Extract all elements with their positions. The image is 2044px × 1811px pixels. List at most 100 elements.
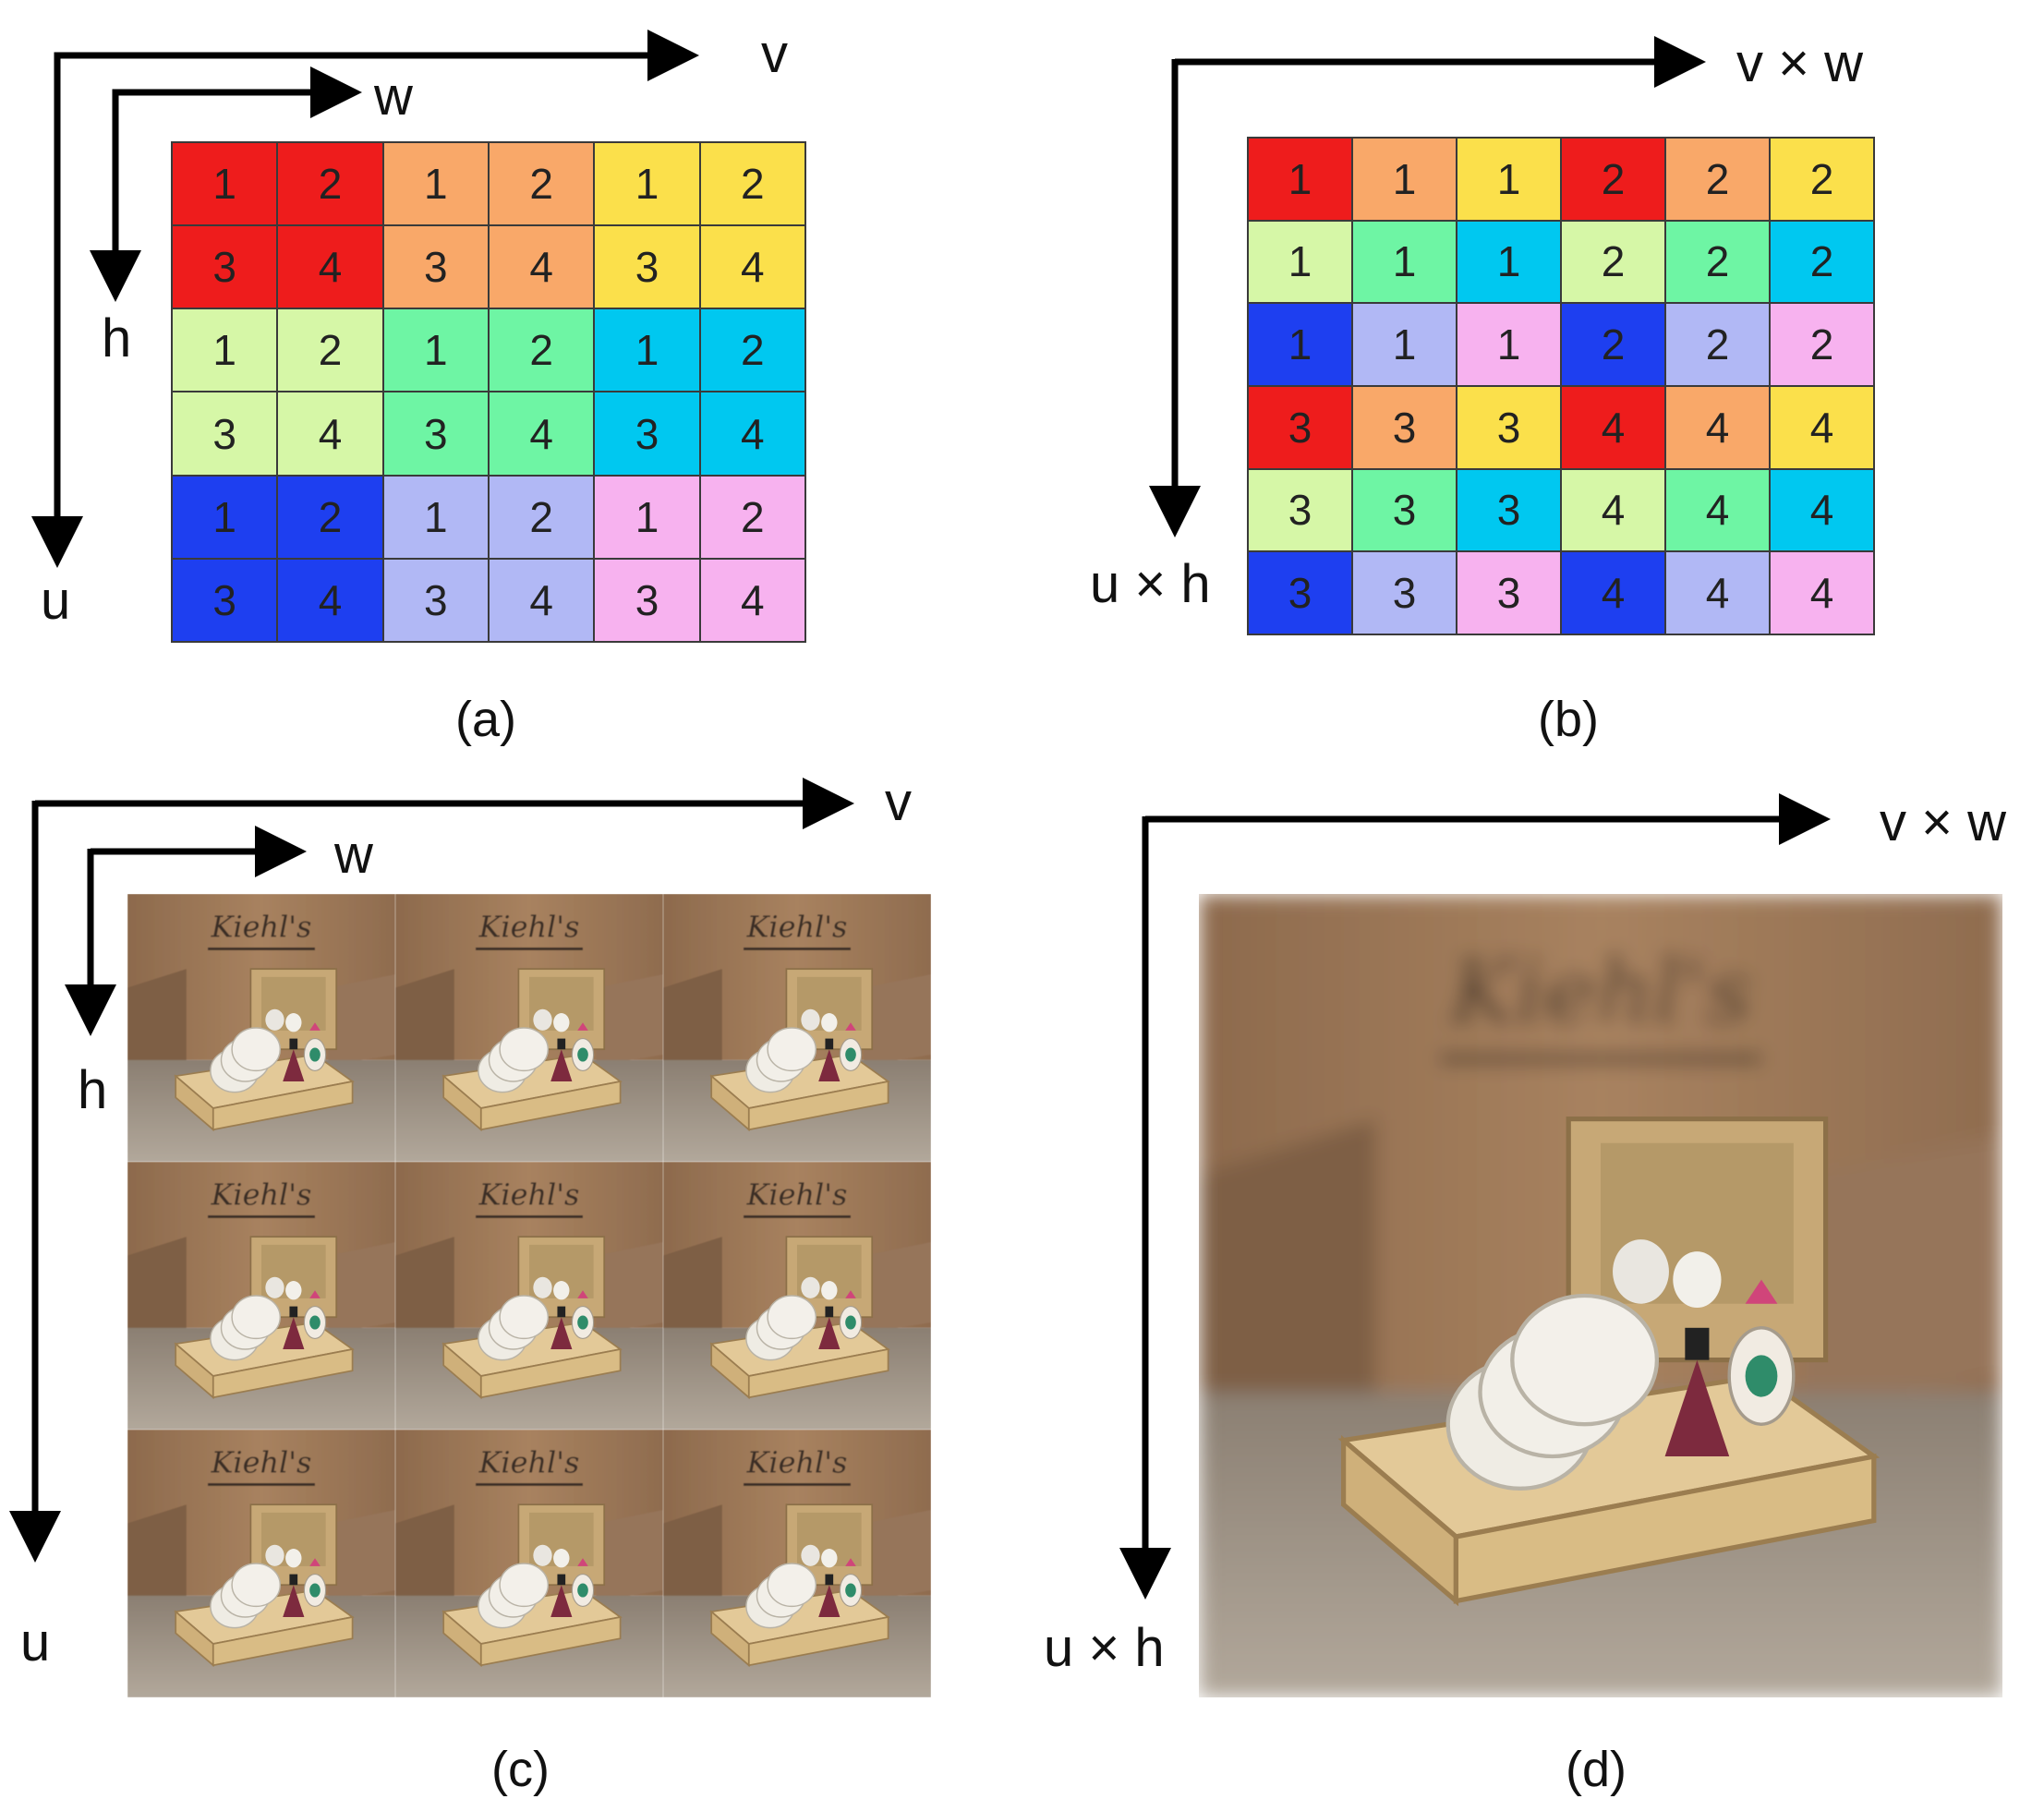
grid-cell: 2 xyxy=(700,476,804,558)
panel-d-macropixel-image: Kiehl's xyxy=(1199,894,2002,1697)
grid-cell: 2 xyxy=(490,476,594,558)
grid-cell: 2 xyxy=(490,309,594,392)
grid-cell: 1 xyxy=(1353,221,1456,303)
brand-logo-text: Kiehl's xyxy=(211,909,312,944)
grid-cell: 2 xyxy=(1771,304,1873,385)
subaperture-tile: Kiehl's xyxy=(663,1430,931,1697)
panel-d-caption: (d) xyxy=(1566,1742,1627,1797)
subaperture-tile: Kiehl's xyxy=(395,894,663,1162)
grid-cell: 2 xyxy=(700,143,804,225)
grid-cell: 4 xyxy=(490,226,594,308)
grid-cell: 2 xyxy=(1666,221,1769,303)
grid-cell: 1 xyxy=(173,309,277,392)
brand-logo-text: Kiehl's xyxy=(478,1444,580,1479)
panel-a-label-u: u xyxy=(41,571,71,631)
grid-cell: 2 xyxy=(1666,139,1769,220)
grid-cell: 4 xyxy=(700,392,804,475)
subaperture-tile: Kiehl's xyxy=(395,1162,663,1430)
panel-c-arrows xyxy=(9,778,854,1563)
grid-cell: 3 xyxy=(1353,552,1456,634)
panel-a-label-h: h xyxy=(102,308,132,368)
grid-cell: 4 xyxy=(490,559,594,641)
panel-b-label-uh: u × h xyxy=(1090,554,1211,614)
panel-b-caption: (b) xyxy=(1538,692,1599,747)
grid-cell: 4 xyxy=(278,226,382,308)
grid-cell: 4 xyxy=(1666,552,1769,634)
panel-c-label-w: w xyxy=(334,825,373,885)
grid-cell: 4 xyxy=(1771,469,1873,551)
subaperture-tile: Kiehl's xyxy=(663,1162,931,1430)
panel-a-arrows xyxy=(31,30,699,568)
subaperture-tile: Kiehl's xyxy=(127,894,395,1162)
grid-cell: 3 xyxy=(383,559,488,641)
grid-cell: 3 xyxy=(595,392,699,475)
grid-cell: 1 xyxy=(1249,139,1351,220)
subaperture-tile: Kiehl's xyxy=(127,1430,395,1697)
grid-cell: 1 xyxy=(1457,221,1560,303)
brand-logo-text: Kiehl's xyxy=(746,909,848,944)
subaperture-tile: Kiehl's xyxy=(127,1162,395,1430)
grid-cell: 3 xyxy=(595,559,699,641)
brand-logo-text: Kiehl's xyxy=(746,1177,848,1212)
grid-cell: 2 xyxy=(1562,221,1664,303)
grid-cell: 2 xyxy=(278,143,382,225)
grid-cell: 4 xyxy=(1771,552,1873,634)
grid-cell: 2 xyxy=(1666,304,1769,385)
grid-cell: 2 xyxy=(278,309,382,392)
grid-cell: 3 xyxy=(173,392,277,475)
grid-cell: 3 xyxy=(383,226,488,308)
grid-cell: 4 xyxy=(1562,386,1664,468)
grid-cell: 1 xyxy=(595,309,699,392)
grid-cell: 1 xyxy=(1353,304,1456,385)
panel-d-label-vw: v × w xyxy=(1880,792,2006,852)
panel-c-caption: (c) xyxy=(491,1742,550,1797)
grid-cell: 4 xyxy=(1666,386,1769,468)
grid-cell: 1 xyxy=(1249,221,1351,303)
grid-cell: 1 xyxy=(1353,139,1456,220)
grid-cell: 4 xyxy=(490,392,594,475)
grid-cell: 3 xyxy=(1353,469,1456,551)
grid-cell: 1 xyxy=(1249,304,1351,385)
brand-logo-text: Kiehl's xyxy=(478,1177,580,1212)
grid-cell: 1 xyxy=(1457,304,1560,385)
grid-cell: 4 xyxy=(1562,469,1664,551)
grid-cell: 3 xyxy=(1249,386,1351,468)
grid-cell: 1 xyxy=(383,143,488,225)
grid-cell: 2 xyxy=(700,309,804,392)
grid-cell: 3 xyxy=(1457,552,1560,634)
grid-cell: 2 xyxy=(490,143,594,225)
grid-cell: 1 xyxy=(173,476,277,558)
subaperture-tile: Kiehl's xyxy=(663,894,931,1162)
grid-cell: 3 xyxy=(383,392,488,475)
grid-cell: 2 xyxy=(278,476,382,558)
grid-cell: 3 xyxy=(1249,469,1351,551)
panel-c-label-h: h xyxy=(78,1060,108,1120)
panel-b-arrows xyxy=(1149,36,1706,537)
panel-d-label-uh: u × h xyxy=(1044,1618,1165,1678)
subaperture-tile: Kiehl's xyxy=(395,1430,663,1697)
grid-cell: 3 xyxy=(1457,469,1560,551)
panel-b-label-vw: v × w xyxy=(1736,33,1863,93)
grid-cell: 4 xyxy=(278,392,382,475)
panel-a-label-w: w xyxy=(374,66,413,127)
brand-logo-text: Kiehl's xyxy=(211,1444,312,1479)
grid-cell: 1 xyxy=(383,476,488,558)
grid-cell: 3 xyxy=(173,559,277,641)
grid-cell: 3 xyxy=(1249,552,1351,634)
grid-cell: 4 xyxy=(700,559,804,641)
grid-cell: 4 xyxy=(1562,552,1664,634)
brand-logo-text: Kiehl's xyxy=(478,909,580,944)
panel-d-arrows xyxy=(1119,793,1831,1600)
grid-cell: 1 xyxy=(595,476,699,558)
grid-cell: 3 xyxy=(1353,386,1456,468)
panel-c-label-u: u xyxy=(20,1612,51,1672)
brand-logo-text: Kiehl's xyxy=(211,1177,312,1212)
grid-cell: 1 xyxy=(1457,139,1560,220)
brand-logo-text: Kiehl's xyxy=(1448,940,1751,1044)
grid-cell: 3 xyxy=(595,226,699,308)
